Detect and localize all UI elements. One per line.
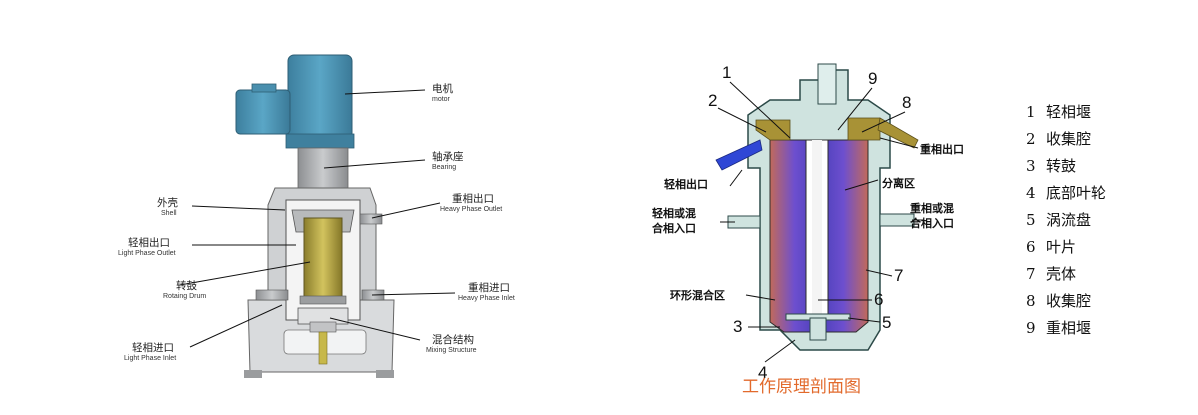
label-shell-cn: 外壳 [157, 196, 178, 209]
label-light-phase-outlet: 轻相出口 [664, 177, 708, 191]
legend-name-7: 壳体 [1046, 265, 1076, 283]
label-motor-cn: 电机 [432, 82, 453, 95]
label-drum-cn: 转鼓 [176, 279, 197, 292]
label-drum-en: Rotaing Drum [163, 293, 206, 300]
figure-caption: 工作原理剖面图 [742, 377, 861, 397]
label-light-inlet-cn: 轻相进口 [132, 341, 174, 354]
label-heavy-outlet-cn: 重相出口 [452, 192, 494, 205]
legend-num-2: 2 [1026, 130, 1036, 148]
legend-name-2: 收集腔 [1046, 130, 1091, 148]
label-light-inlet-en: Light Phase Inlet [124, 355, 176, 362]
callout-9: 9 [868, 69, 877, 88]
motor-fan-cap [235, 89, 291, 135]
label-bearing-cn: 轴承座 [432, 150, 464, 163]
label-light-outlet-cn: 轻相出口 [128, 236, 170, 249]
callout-8: 8 [902, 93, 911, 112]
legend-name-1: 轻相堰 [1046, 103, 1091, 121]
callout-6: 6 [874, 290, 883, 309]
legend-name-8: 收集腔 [1046, 292, 1091, 310]
label-light-outlet-en: Light Phase Outlet [118, 250, 176, 257]
callout-2: 2 [708, 91, 717, 110]
label-shell-en: Shell [161, 210, 177, 217]
parts-legend: 1 轻相堰 2 收集腔 3 转鼓 4 底部叶轮 5 涡流盘 6 叶片 7 壳体 … [1026, 103, 1106, 337]
legend-name-9: 重相堰 [1046, 319, 1091, 337]
right-leader-lines [717, 81, 924, 363]
light-phase-outlet-duct [715, 139, 763, 171]
heavy-phase-outlet-duct [877, 117, 919, 149]
legend-name-6: 叶片 [1046, 238, 1076, 256]
label-right-inlet-line2: 合相入口 [910, 216, 954, 230]
legend-num-9: 9 [1026, 319, 1036, 337]
label-heavy-outlet-en: Heavy Phase Outlet [440, 206, 502, 213]
legend-num-6: 6 [1026, 238, 1036, 256]
label-mixing-cn: 混合结构 [432, 333, 474, 346]
left-labels: 电机 motor 轴承座 Bearing 外壳 Shell 重相出口 Heavy… [118, 82, 515, 362]
light-phase-inlet-pipe [255, 289, 289, 301]
label-bearing-en: Bearing [432, 164, 456, 171]
callout-numbers: 1 2 9 8 7 6 5 3 4 [708, 63, 911, 382]
label-annular-mixing-zone: 环形混合区 [670, 288, 725, 302]
label-heavy-phase-outlet: 重相出口 [920, 142, 964, 156]
cross-section-diagram [715, 63, 919, 351]
label-motor-en: motor [432, 96, 451, 103]
legend-name-3: 转鼓 [1046, 157, 1076, 175]
label-heavy-inlet-cn: 重相进口 [468, 281, 510, 294]
rotating-drum [303, 217, 343, 299]
legend-name-4: 底部叶轮 [1046, 184, 1106, 202]
callout-4: 4 [758, 363, 767, 382]
label-separation-zone: 分离区 [882, 176, 915, 190]
collection-chamber-right [847, 117, 881, 141]
bearing-housing [297, 147, 349, 189]
legend-num-1: 1 [1026, 103, 1036, 121]
right-inlet-pipe [879, 213, 915, 227]
legend-num-5: 5 [1026, 211, 1036, 229]
legend-num-7: 7 [1026, 265, 1036, 283]
motor-body [287, 54, 353, 140]
cross-section-labels: 重相出口 轻相出口 分离区 轻相或混 合相入口 重相或混 合相入口 环形混合区 [652, 142, 964, 302]
bottom-impeller [809, 317, 827, 341]
label-heavy-inlet-en: Heavy Phase Inlet [458, 295, 515, 302]
label-right-inlet-line1: 重相或混 [910, 201, 954, 215]
legend-num-8: 8 [1026, 292, 1036, 310]
label-mixing-en: Mixing Structure [426, 347, 477, 354]
collection-chamber-left [755, 119, 791, 141]
shaft-top [817, 63, 837, 105]
centrifuge-3d-drawing [235, 54, 395, 378]
left-leader-lines [179, 89, 456, 348]
legend-num-3: 3 [1026, 157, 1036, 175]
legend-name-5: 涡流盘 [1046, 211, 1091, 229]
label-left-inlet-line1: 轻相或混 [652, 206, 696, 220]
legend-num-4: 4 [1026, 184, 1036, 202]
callout-5: 5 [882, 313, 891, 332]
mixing-structure [297, 307, 349, 325]
label-left-inlet-line2: 合相入口 [652, 221, 696, 235]
callout-7: 7 [894, 266, 903, 285]
callout-3: 3 [733, 317, 742, 336]
callout-1: 1 [722, 63, 731, 82]
heavy-phase-outlet-pipe [359, 213, 383, 225]
